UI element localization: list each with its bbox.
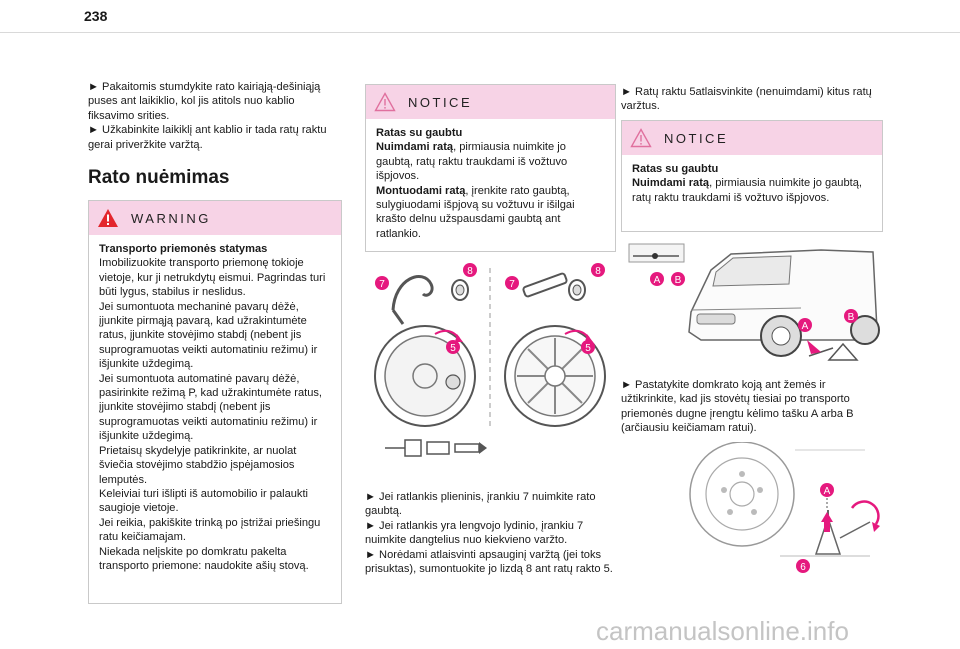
notice-action: Montuodami ratą	[376, 184, 466, 197]
warning-line: Jei reikia, pakiškite trinką po įstrižai…	[99, 516, 321, 544]
step-place-jack: ► Pastatykite domkrato koją ant žemės ir…	[621, 379, 854, 435]
warning-line: Imobilizuokite transporto priemonę tokio…	[99, 257, 326, 299]
label-6: 6	[800, 562, 806, 573]
intro-step-2: ► Užkabinkite laikiklį ant kablio ir tad…	[88, 124, 327, 151]
warning-line: Keleiviai turi išlipti iš automobilio ir…	[99, 487, 309, 515]
notice-label-right: Ratas su gaubtu	[632, 163, 719, 175]
step-loosen-bolts: ► Ratų raktu 5atlaisvinkite (nenuimdami)…	[621, 86, 872, 113]
label-5-right: 5	[585, 343, 591, 354]
center-steps: ► Jei ratlankis plieninis, įrankiu 7 nui…	[365, 490, 615, 576]
step-steel-rim: ► Jei ratlankis plieninis, įrankiu 7 nui…	[365, 491, 596, 518]
notice-triangle-icon	[374, 92, 396, 112]
notice-label: Ratas su gaubtu	[376, 127, 463, 139]
notice-text: , įrenkite rato gaubtą, sulygiuodami išp…	[376, 184, 575, 240]
notice-para-mount: Montuodami ratą, įrenkite rato gaubtą, s…	[376, 184, 605, 242]
warning-line: Prietaisų skydelyje patikrinkite, ar nuo…	[99, 444, 297, 486]
header-rule	[0, 32, 960, 33]
warning-line: Jei sumontuota mechaninė pavarų dėžė, įj…	[99, 300, 318, 371]
notice-header-right: NOTICE	[622, 121, 882, 155]
warning-label: Transporto priemonės statymas	[99, 243, 268, 255]
label-7: 7	[379, 279, 385, 290]
label-8: 8	[467, 266, 473, 277]
warning-line: Niekada nelįskite po domkratu pakelta tr…	[99, 545, 309, 572]
right-step-1-wrap: ► Ratų raktu 5atlaisvinkite (nenuimdami)…	[621, 85, 881, 114]
jacking-points-illustration: A B A B	[628, 243, 880, 361]
label-7-right: 7	[509, 279, 515, 290]
page-number: 238	[84, 8, 108, 24]
label-b: B	[675, 275, 682, 286]
warning-body: Transporto priemonės statymas Imobilizuo…	[89, 235, 341, 580]
label-7-badge	[375, 276, 389, 290]
notice-para-remove-right: Nuimdami ratą, pirmiausia nuimkite jo ga…	[632, 176, 872, 205]
label-b-van: B	[848, 312, 855, 323]
right-step-2-wrap: ► Pastatykite domkrato koją ant žemės ir…	[621, 378, 881, 436]
label-a-van: A	[802, 321, 809, 332]
warning-triangle-icon	[98, 209, 118, 227]
notice-box-center: NOTICE Ratas su gaubtu Nuimdami ratą, pi…	[365, 84, 616, 252]
watermark-text: carmanualsonline.info	[596, 616, 849, 646]
notice-action-right: Nuimdami ratą	[632, 177, 710, 190]
notice-title: NOTICE	[408, 95, 473, 110]
notice-text-right: , pirmiausia nuimkite jo gaubtą, ratų ra…	[632, 177, 862, 204]
warning-line: Jei sumontuota automatinė pavarų dėžė, p…	[99, 372, 323, 443]
notice-title-right: NOTICE	[664, 131, 729, 146]
label-8-right: 8	[595, 266, 601, 277]
warning-title: WARNING	[131, 211, 211, 226]
notice-action: Nuimdami ratą	[376, 141, 454, 154]
notice-body: Ratas su gaubtu Nuimdami ratą, pirmiausi…	[366, 119, 615, 248]
notice-para-remove: Nuimdami ratą, pirmiausia nuimkite jo ga…	[376, 140, 605, 183]
label-a: A	[654, 275, 661, 286]
label-a-jack: A	[824, 486, 831, 497]
warning-header: WARNING	[89, 201, 341, 235]
intro-step-1: ► Pakaitomis stumdykite rato kairiąją-de…	[88, 81, 321, 122]
jack-under-wheel-illustration: A 6	[689, 442, 880, 573]
column-left: ► Pakaitomis stumdykite rato kairiąją-de…	[88, 80, 342, 189]
notice-header: NOTICE	[366, 85, 615, 119]
step-alloy-rim: ► Jei ratlankis yra lengvojo lydinio, įr…	[365, 519, 584, 547]
step-locking-bolt: ► Norėdami atlaisvinti apsauginį varžtą …	[365, 548, 613, 576]
warning-box: WARNING Transporto priemonės statymas Im…	[88, 200, 342, 604]
wheel-cover-removal-illustration: 7 8 5 7 8 5	[374, 263, 606, 457]
notice-box-right: NOTICE Ratas su gaubtu Nuimdami ratą, pi…	[621, 120, 883, 232]
notice-body-right: Ratas su gaubtu Nuimdami ratą, pirmiausi…	[622, 155, 882, 212]
notice-text: , pirmiausia nuimkite jo gaubtą, ratų ra…	[376, 141, 568, 183]
label-5: 5	[450, 343, 456, 354]
notice-triangle-icon	[630, 128, 652, 148]
section-heading: Rato nuėmimas	[88, 167, 230, 189]
